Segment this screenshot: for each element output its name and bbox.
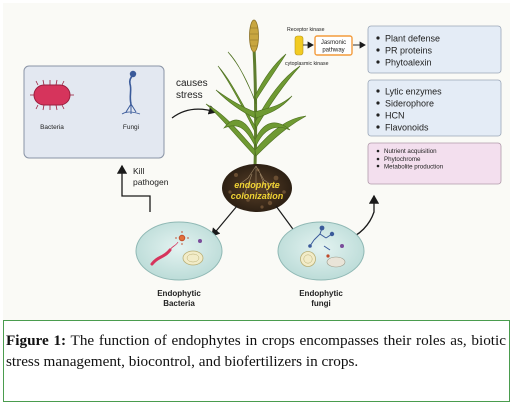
biocontrol-item: HCN [385,111,405,121]
jasmonic-label: Jasmonic [321,40,346,46]
biocontrol-box [367,79,502,137]
jasmonic-pathway-box [314,35,353,56]
kill-label: Kill [133,166,144,176]
defense-item: Plant defense [385,34,440,44]
biocontrol-item: Lytic enzymes [385,87,442,97]
colonization-label-1: endophyte [234,180,280,190]
causes-label: causes [176,78,208,89]
bacteria-label: Bacteria [40,124,64,131]
fungi-label: Fungi [123,124,139,131]
cytoplasmic-kinase-label: cytoplasmic kinase [285,61,329,67]
bacteria-icon [30,79,74,111]
caption-text: The function of endophytes in crops enco… [6,332,506,370]
stress-label: stress [176,90,203,101]
biocontrol-item: Siderophore [385,99,434,109]
kill-pathogen-arrow [116,164,151,212]
endophytic-bacteria-dish [135,221,223,281]
defense-item: PR proteins [385,46,433,56]
endophytic-fungi-label-1: Endophytic [299,289,343,298]
plant-defense-box [367,25,502,74]
to-bacteria-arrow [211,205,238,237]
receptor-kinase-label: Receptor kinase [287,27,325,33]
endophytic-bacteria-label-1: Endophytic [157,289,201,298]
endophytic-fungi-label-2: fungi [311,299,331,308]
figure-caption: Figure 1: The function of endophytes in … [6,330,506,372]
pathogen-box: Bacteria Fungi [23,65,165,159]
growth-item: Phytochrome [384,156,421,163]
receptor-kinase-icon [294,35,304,56]
pathway-label: pathway [322,48,344,54]
growth-item: Metabolite production [384,164,444,171]
colonization-label-2: colonization [231,191,284,201]
defense-item: Phytoalexin [385,58,432,68]
growth-item: Nutrient acquisition [384,148,437,155]
growth-promotion-box [367,142,502,185]
plant-illustration [205,19,307,212]
endophytic-fungi-dish [277,221,365,281]
pathogen-label: pathogen [133,177,169,187]
biocontrol-item: Flavonoids [385,123,429,133]
endophytic-bacteria-label-2: Bacteria [163,299,195,308]
causes-stress-arrow [171,105,218,119]
fungi-icon [121,70,141,115]
figure-label: Figure 1: [6,332,67,349]
